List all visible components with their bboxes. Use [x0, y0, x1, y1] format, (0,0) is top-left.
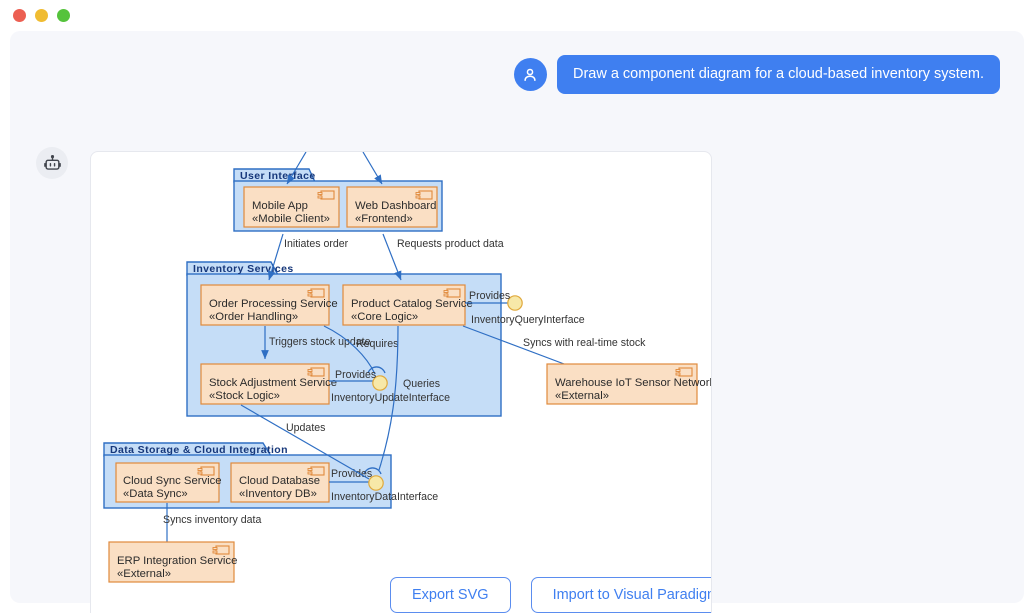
traffic-lights	[13, 9, 70, 22]
component-stereotype-mobile-app: «Mobile Client»	[252, 213, 330, 225]
component-name-cloud-database: Cloud Database	[239, 475, 320, 487]
component-stereotype-product-catalog-service: «Core Logic»	[351, 311, 418, 323]
user-message-bubble: Draw a component diagram for a cloud-bas…	[556, 55, 1000, 95]
package-label-inventory-services: Inventory Services	[193, 263, 294, 275]
chat-panel: Draw a component diagram for a cloud-bas…	[10, 31, 1024, 613]
component-stock-adjustment-service[interactable]: Stock Adjustment Service «Stock Logic»	[200, 363, 337, 405]
interface-inventory-update: Provides InventoryUpdateInterface	[329, 366, 450, 404]
component-erp-integration-service[interactable]: ERP Integration Service «External»	[108, 541, 237, 583]
component-stereotype-cloud-database: «Inventory DB»	[239, 488, 317, 500]
component-name-order-processing-service: Order Processing Service	[209, 298, 338, 310]
component-name-product-catalog-service: Product Catalog Service	[351, 298, 473, 310]
import-visual-paradigm-button[interactable]: Import to Visual Paradigm	[530, 577, 711, 613]
provided-ball-inventory-update	[372, 375, 388, 391]
component-name-erp-integration-service: ERP Integration Service	[117, 555, 237, 567]
edge-label-syncs-real-time-stock: Syncs with real-time stock	[523, 337, 646, 349]
diagram-canvas-card: User Interface Mobile App «Mobile Client…	[90, 151, 712, 613]
interface-role-inventory-query: Provides	[469, 290, 510, 302]
component-product-catalog-service[interactable]: Product Catalog Service «Core Logic»	[342, 284, 473, 326]
diagram-actions: Export SVG Import to Visual Paradigm	[390, 577, 711, 613]
close-window-button[interactable]	[13, 9, 26, 22]
component-cloud-database[interactable]: Cloud Database «Inventory DB»	[230, 462, 330, 503]
edge-label-queries: Queries	[403, 378, 440, 390]
edge-initiates-order	[267, 233, 284, 281]
interface-role-inventory-update: Provides	[335, 369, 376, 381]
export-svg-button[interactable]: Export SVG	[390, 577, 511, 613]
component-stereotype-order-processing-service: «Order Handling»	[209, 311, 298, 323]
user-icon	[524, 68, 537, 81]
package-label-data-storage: Data Storage & Cloud Integration	[110, 444, 288, 456]
user-avatar	[513, 58, 547, 92]
edge-requests-product-data	[382, 233, 402, 281]
edge-requires	[323, 325, 376, 375]
component-web-dashboard[interactable]: Web Dashboard «Frontend»	[346, 186, 438, 228]
edge-queries	[378, 325, 399, 471]
component-stereotype-cloud-sync-service: «Data Sync»	[123, 488, 188, 500]
interface-name-inventory-data: InventoryDataInterface	[331, 491, 438, 503]
robot-icon	[43, 154, 61, 170]
component-name-web-dashboard: Web Dashboard	[355, 200, 436, 212]
window-titlebar	[0, 0, 1034, 31]
component-cloud-sync-service[interactable]: Cloud Sync Service «Data Sync»	[115, 462, 222, 503]
edge-label-updates: Updates	[286, 422, 325, 434]
interface-name-inventory-query: InventoryQueryInterface	[471, 314, 585, 326]
component-stereotype-erp-integration-service: «External»	[117, 568, 171, 580]
user-message-row: Draw a component diagram for a cloud-bas…	[513, 55, 1000, 95]
component-name-stock-adjustment-service: Stock Adjustment Service	[209, 377, 337, 389]
maximize-window-button[interactable]	[57, 9, 70, 22]
provided-ball-inventory-data	[368, 475, 384, 491]
interface-inventory-data: Provides InventoryDataInterface	[329, 467, 438, 503]
package-label-user-interface: User Interface	[240, 170, 316, 182]
provided-ball-inventory-query	[507, 295, 523, 311]
component-diagram: User Interface Mobile App «Mobile Client…	[103, 152, 711, 583]
interface-name-inventory-update: InventoryUpdateInterface	[331, 392, 450, 404]
required-socket-inventory-data	[363, 467, 382, 475]
component-name-cloud-sync-service: Cloud Sync Service	[123, 475, 222, 487]
edge-label-syncs-inventory-data: Syncs inventory data	[163, 514, 261, 526]
component-stereotype-stock-adjustment-service: «Stock Logic»	[209, 390, 280, 402]
component-stereotype-warehouse-iot-sensor-network: «External»	[555, 390, 609, 402]
edge-updates	[240, 404, 370, 480]
edge-into-mobile-app	[286, 152, 307, 185]
edge-label-requires: Requires	[356, 338, 398, 350]
interface-inventory-query: Provides InventoryQueryInterface	[465, 290, 585, 326]
required-socket-inventory-update	[367, 366, 386, 374]
component-name-warehouse-iot-sensor-network: Warehouse IoT Sensor Network	[555, 377, 711, 389]
component-mobile-app[interactable]: Mobile App «Mobile Client»	[243, 186, 340, 228]
interface-role-inventory-data: Provides	[331, 468, 372, 480]
bot-avatar	[36, 147, 68, 179]
edge-label-initiates-order: Initiates order	[284, 238, 349, 250]
component-stereotype-web-dashboard: «Frontend»	[355, 213, 413, 225]
edge-label-requests-product-data: Requests product data	[397, 238, 504, 250]
component-order-processing-service[interactable]: Order Processing Service «Order Handling…	[200, 284, 338, 326]
edge-into-web-dashboard	[362, 152, 383, 185]
minimize-window-button[interactable]	[35, 9, 48, 22]
component-name-mobile-app: Mobile App	[252, 200, 308, 212]
component-warehouse-iot-sensor-network[interactable]: Warehouse IoT Sensor Network «External»	[546, 363, 711, 405]
